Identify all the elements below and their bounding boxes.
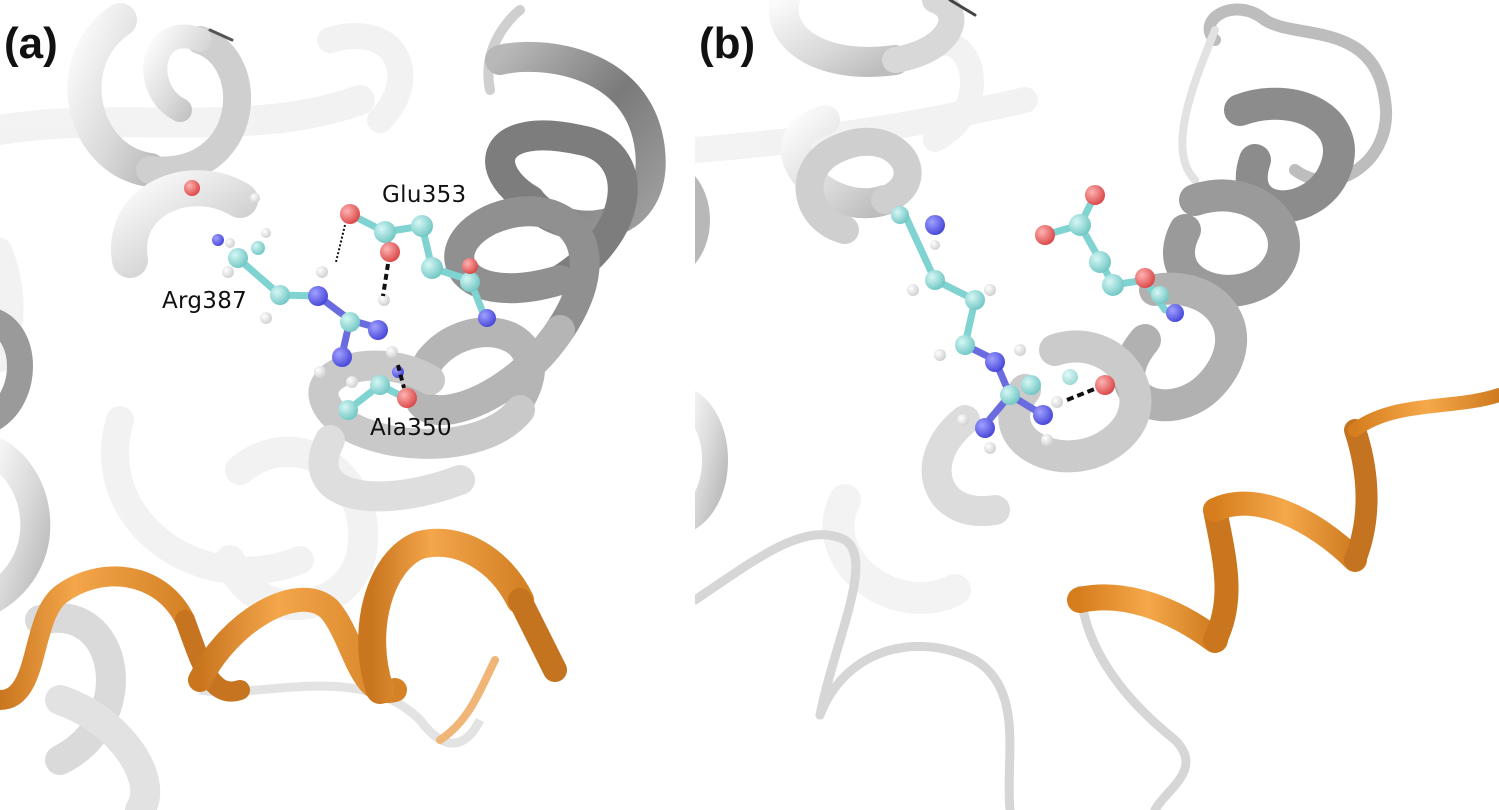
residue-label-ala350: Ala350 [370,415,452,441]
panel-a-label: (a) [4,19,58,68]
residue-label-arg387: Arg387 [162,288,248,314]
panel-b: (b) [695,0,1499,810]
panel-a-molecular-scene [0,3,666,810]
panel-divider [690,0,695,810]
panel-b-label: (b) [699,19,756,68]
residue-label-glu353: Glu353 [382,182,467,208]
panel-a: (a) [0,0,690,810]
hbond-lines [335,224,406,389]
panel-b-molecular-scene [695,0,1499,810]
hbond-line [1066,386,1098,402]
